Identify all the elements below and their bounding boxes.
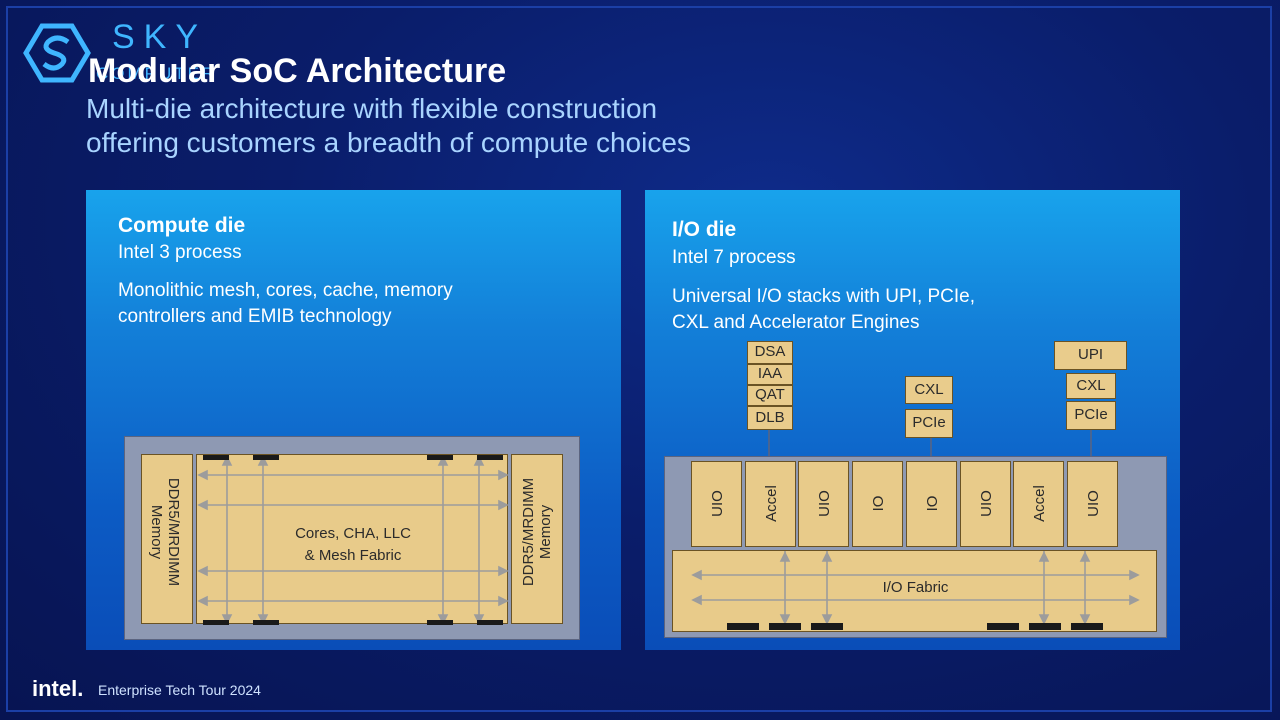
event-name: Enterprise Tech Tour 2024 xyxy=(98,682,261,698)
slide-frame xyxy=(6,6,1272,712)
io-die-heading: I/O die xyxy=(672,218,737,241)
left-memory-label: DDR5/MRDIMM Memory xyxy=(148,457,182,607)
sky-logo-icon xyxy=(23,23,91,83)
slide-title: Modular SoC Architecture xyxy=(88,52,507,90)
description-line: Universal I/O stacks with UPI, PCIe, xyxy=(672,286,976,307)
left-memory-block: DDR5/MRDIMM Memory xyxy=(141,454,193,624)
middle-stack-pcie: PCIe xyxy=(905,409,953,438)
right-memory-block: DDR5/MRDIMM Memory xyxy=(511,454,563,624)
io-die-description: Universal I/O stacks with UPI, PCIe, CXL… xyxy=(672,284,975,336)
subtitle-line: Multi-die architecture with flexible con… xyxy=(86,93,658,124)
core-label-line: & Mesh Fabric xyxy=(304,547,402,564)
core-label: Cores, CHA, LLC & Mesh Fabric xyxy=(197,523,509,567)
watermark-name: SKY xyxy=(112,18,208,56)
middle-stack-cxl: CXL xyxy=(905,376,953,404)
compute-die-process: Intel 3 process xyxy=(118,242,242,263)
io-module-label: UIO xyxy=(709,490,726,517)
compute-die-description: Monolithic mesh, cores, cache, memory co… xyxy=(118,278,453,330)
watermark-logo xyxy=(22,22,242,84)
memory-label-line: Memory xyxy=(537,504,554,560)
io-module-label: UIO xyxy=(977,490,995,517)
io-module-label: IO xyxy=(870,495,888,512)
io-module-label: UIO xyxy=(816,490,834,517)
io-module-io-4: IO xyxy=(852,461,904,547)
right-stack-upi: UPI xyxy=(1054,341,1127,370)
accel-stack-item-dlb: DLB xyxy=(747,406,793,430)
watermark-sub: COMPUTER xyxy=(96,64,218,83)
io-module-label: Accel xyxy=(762,485,780,522)
description-line: Monolithic mesh, cores, cache, memory xyxy=(118,280,453,301)
io-module-io-5: IO xyxy=(905,461,957,547)
io-module-uio-6: UIO xyxy=(959,461,1011,547)
core-label-line: Cores, CHA, LLC xyxy=(295,525,411,542)
io-fabric-label: I/O Fabric xyxy=(882,579,949,596)
memory-label-line: DDR5/MRDIMM xyxy=(165,477,182,587)
io-fabric-block: I/O Fabric xyxy=(672,550,1157,632)
mesh-fabric-lines xyxy=(197,455,509,625)
memory-label-line: Memory xyxy=(148,504,165,560)
accel-stack-item-qat: QAT xyxy=(747,385,793,406)
compute-die-heading: Compute die xyxy=(118,214,246,237)
compute-die-panel: Compute die Intel 3 process Monolithic m… xyxy=(86,190,621,650)
memory-label-line: DDR5/MRDIMM xyxy=(520,477,537,587)
io-module-label: IO xyxy=(923,495,941,512)
description-line: controllers and EMIB technology xyxy=(118,306,392,327)
right-stack-pcie: PCIe xyxy=(1066,401,1116,430)
right-stack-cxl: CXL xyxy=(1066,373,1116,399)
io-die-process: Intel 7 process xyxy=(672,247,796,268)
io-module-uio-1: UIO xyxy=(691,461,742,547)
io-fabric-lines xyxy=(691,551,1140,630)
io-module-label: Accel xyxy=(1031,485,1049,522)
io-module-accel-7: Accel xyxy=(1013,461,1065,547)
compute-core-die: Cores, CHA, LLC & Mesh Fabric xyxy=(196,454,509,625)
io-module-uio-8: UIO xyxy=(1066,461,1118,547)
accel-stack-item-dsa: DSA xyxy=(747,341,793,364)
io-module-accel-2: Accel xyxy=(744,461,796,547)
right-memory-label: DDR5/MRDIMM Memory xyxy=(520,457,554,607)
io-module-uio-3: UIO xyxy=(798,461,850,547)
description-line: CXL and Accelerator Engines xyxy=(672,312,920,333)
accel-stack-item-iaa: IAA xyxy=(747,364,793,385)
io-module-label: UIO xyxy=(1084,490,1102,517)
slide-subtitle: Multi-die architecture with flexible con… xyxy=(86,92,691,160)
io-die-panel: I/O die Intel 7 process Universal I/O st… xyxy=(645,190,1180,650)
intel-logo: intel. xyxy=(32,676,84,701)
subtitle-line: offering customers a breadth of compute … xyxy=(86,127,691,158)
